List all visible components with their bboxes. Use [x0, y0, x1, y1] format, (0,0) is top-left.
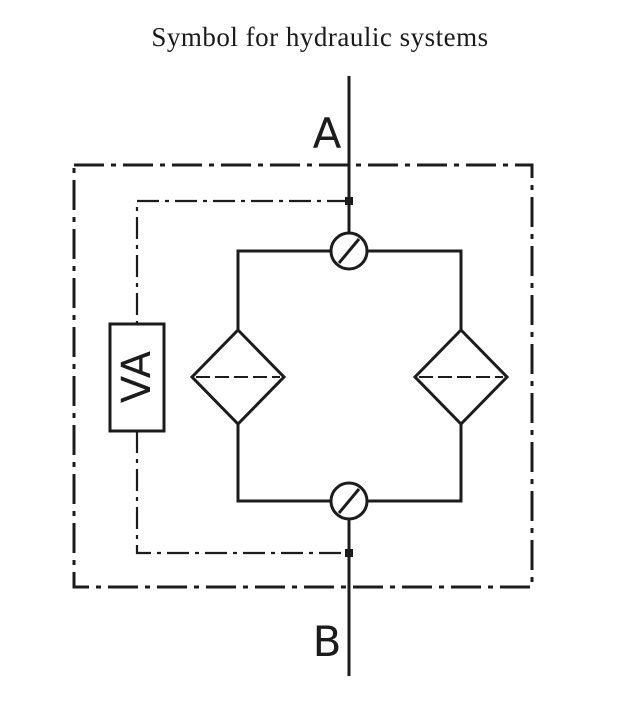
outer-enclosure-frame	[72, 163, 534, 589]
port-a-label: A	[313, 109, 342, 158]
left-branch-top	[236, 249, 331, 330]
va-indicator-box	[108, 322, 166, 433]
right-branch-bottom	[367, 424, 463, 503]
diagram-title: Symbol for hydraulic systems	[151, 22, 489, 52]
pilot-line-top	[135, 199, 349, 324]
left-branch-bottom	[236, 424, 331, 503]
right-filter-symbol	[412, 327, 510, 427]
bottom-valve-slash	[337, 488, 361, 514]
port-b-label: B	[313, 617, 342, 666]
top-valve-slash	[337, 238, 361, 264]
right-branch-top	[367, 249, 463, 330]
junction-dot-top	[345, 197, 353, 205]
junction-dot-bottom	[345, 549, 353, 557]
left-filter-symbol	[189, 327, 287, 427]
pilot-line-bottom	[135, 431, 349, 555]
va-indicator-label: VA	[114, 350, 160, 403]
